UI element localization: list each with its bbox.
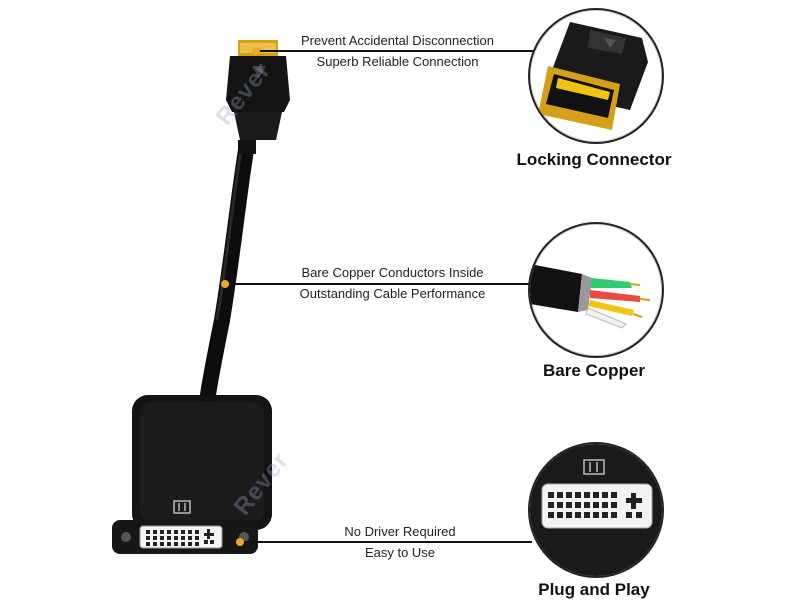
- locking-plug-closeup-icon: [538, 22, 648, 130]
- callout-copper-line1: Bare Copper Conductors Inside: [301, 265, 484, 280]
- callout-dot-locking: [252, 47, 260, 55]
- caption-locking-connector: Locking Connector: [516, 150, 672, 169]
- callout-plug-line1: No Driver Required: [344, 524, 456, 539]
- cable: [200, 142, 254, 403]
- callout-line-plug: [240, 541, 532, 543]
- callout-dot-copper: [221, 280, 229, 288]
- callout-line-locking: [256, 50, 556, 52]
- dvi-adapter-box: [112, 395, 272, 554]
- dvi-port-icon: [530, 444, 662, 576]
- callout-locking-line1: Prevent Accidental Disconnection: [301, 33, 494, 48]
- callout-copper-line2: Outstanding Cable Performance: [299, 286, 486, 301]
- plug-and-play-detail: [528, 442, 664, 578]
- bare-copper-detail: [528, 222, 664, 358]
- callout-dot-plug: [236, 538, 244, 546]
- caption-bare-copper: Bare Copper: [542, 361, 646, 380]
- callout-plug-line2: Easy to Use: [364, 545, 436, 560]
- dvi-symbol-icon: [173, 500, 191, 514]
- callout-locking-line2: Superb Reliable Connection: [316, 54, 479, 69]
- callout-line-copper: [226, 283, 532, 285]
- locking-connector-detail: [528, 8, 664, 144]
- caption-plug-and-play: Plug and Play: [538, 580, 650, 599]
- copper-wires-icon: [530, 264, 651, 329]
